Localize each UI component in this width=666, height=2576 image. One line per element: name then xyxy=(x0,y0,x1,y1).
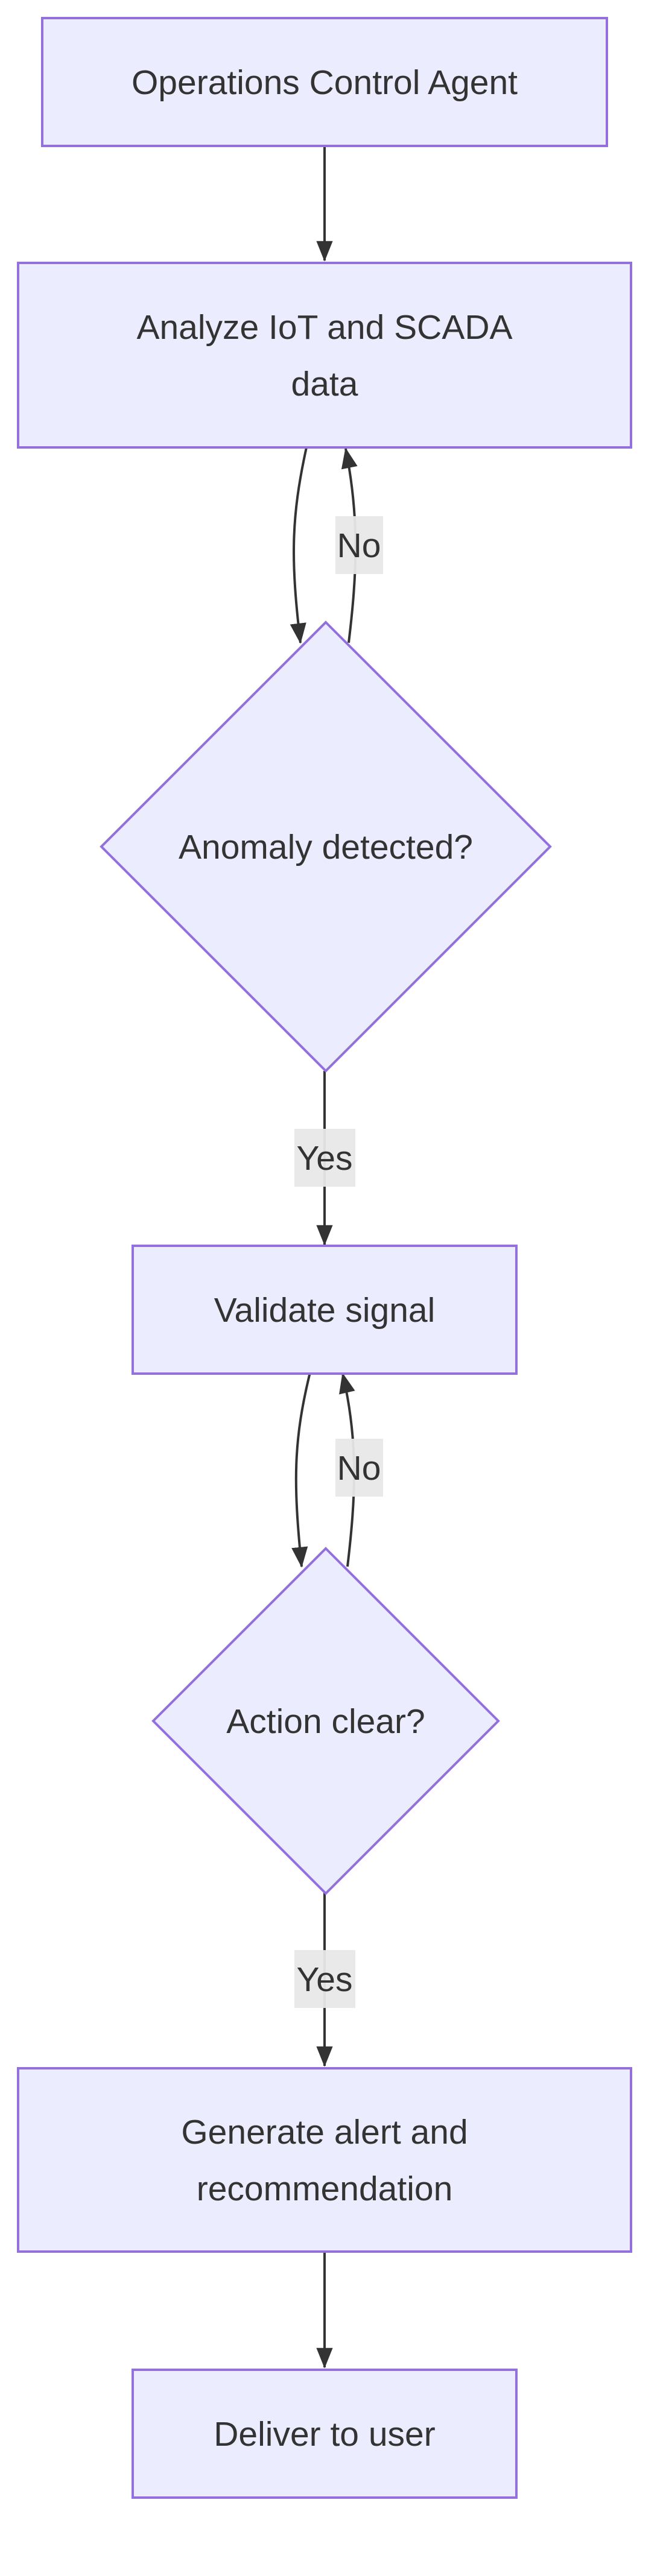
node-label: Validate signal xyxy=(214,1291,436,1330)
node-label-line: Generate alert and xyxy=(181,2113,468,2151)
node-label-line: Action clear? xyxy=(226,1702,425,1741)
edge-label-action-no: No xyxy=(335,1439,383,1497)
node-label-line: Anomaly detected? xyxy=(179,828,473,867)
node-label-line: data xyxy=(291,365,358,403)
node-label: Analyze IoT and SCADA data xyxy=(136,308,512,403)
node-label: Operations Control Agent xyxy=(132,63,518,102)
edge-label-anomaly-no: No xyxy=(335,516,383,574)
node-deliver-to-user: Deliver to user xyxy=(132,2369,518,2499)
node-label-line: Operations Control Agent xyxy=(132,63,518,102)
edge-label-text: No xyxy=(337,1449,381,1488)
edge-validate-to-action xyxy=(291,1372,311,1568)
node-generate-alert: Generate alert and recommendation xyxy=(17,2067,632,2253)
node-label: Action clear? xyxy=(226,1702,425,1741)
edge-label-action-yes: Yes xyxy=(294,1950,355,2008)
edge-label-text: Yes xyxy=(297,1139,353,1178)
edge-label-text: No xyxy=(337,526,381,565)
node-label-line: recommendation xyxy=(197,2170,453,2208)
node-operations-control-agent: Operations Control Agent xyxy=(41,17,608,147)
node-label: Deliver to user xyxy=(214,2415,435,2454)
edge-label-anomaly-yes: Yes xyxy=(294,1129,355,1187)
node-validate-signal: Validate signal xyxy=(132,1245,518,1375)
node-label-line: Validate signal xyxy=(214,1291,436,1330)
node-label: Generate alert and recommendation xyxy=(181,2113,468,2208)
edge-analyze-to-anomaly xyxy=(290,447,308,644)
node-label-line: Deliver to user xyxy=(214,2415,435,2454)
node-label: Anomaly detected? xyxy=(179,828,473,867)
node-label-line: Analyze IoT and SCADA xyxy=(136,308,512,347)
node-anomaly-detected: Anomaly detected? xyxy=(100,620,552,1073)
edge-label-text: Yes xyxy=(297,1960,353,1999)
node-analyze-iot-scada: Analyze IoT and SCADA data xyxy=(17,262,632,449)
node-action-clear: Action clear? xyxy=(151,1547,500,1895)
